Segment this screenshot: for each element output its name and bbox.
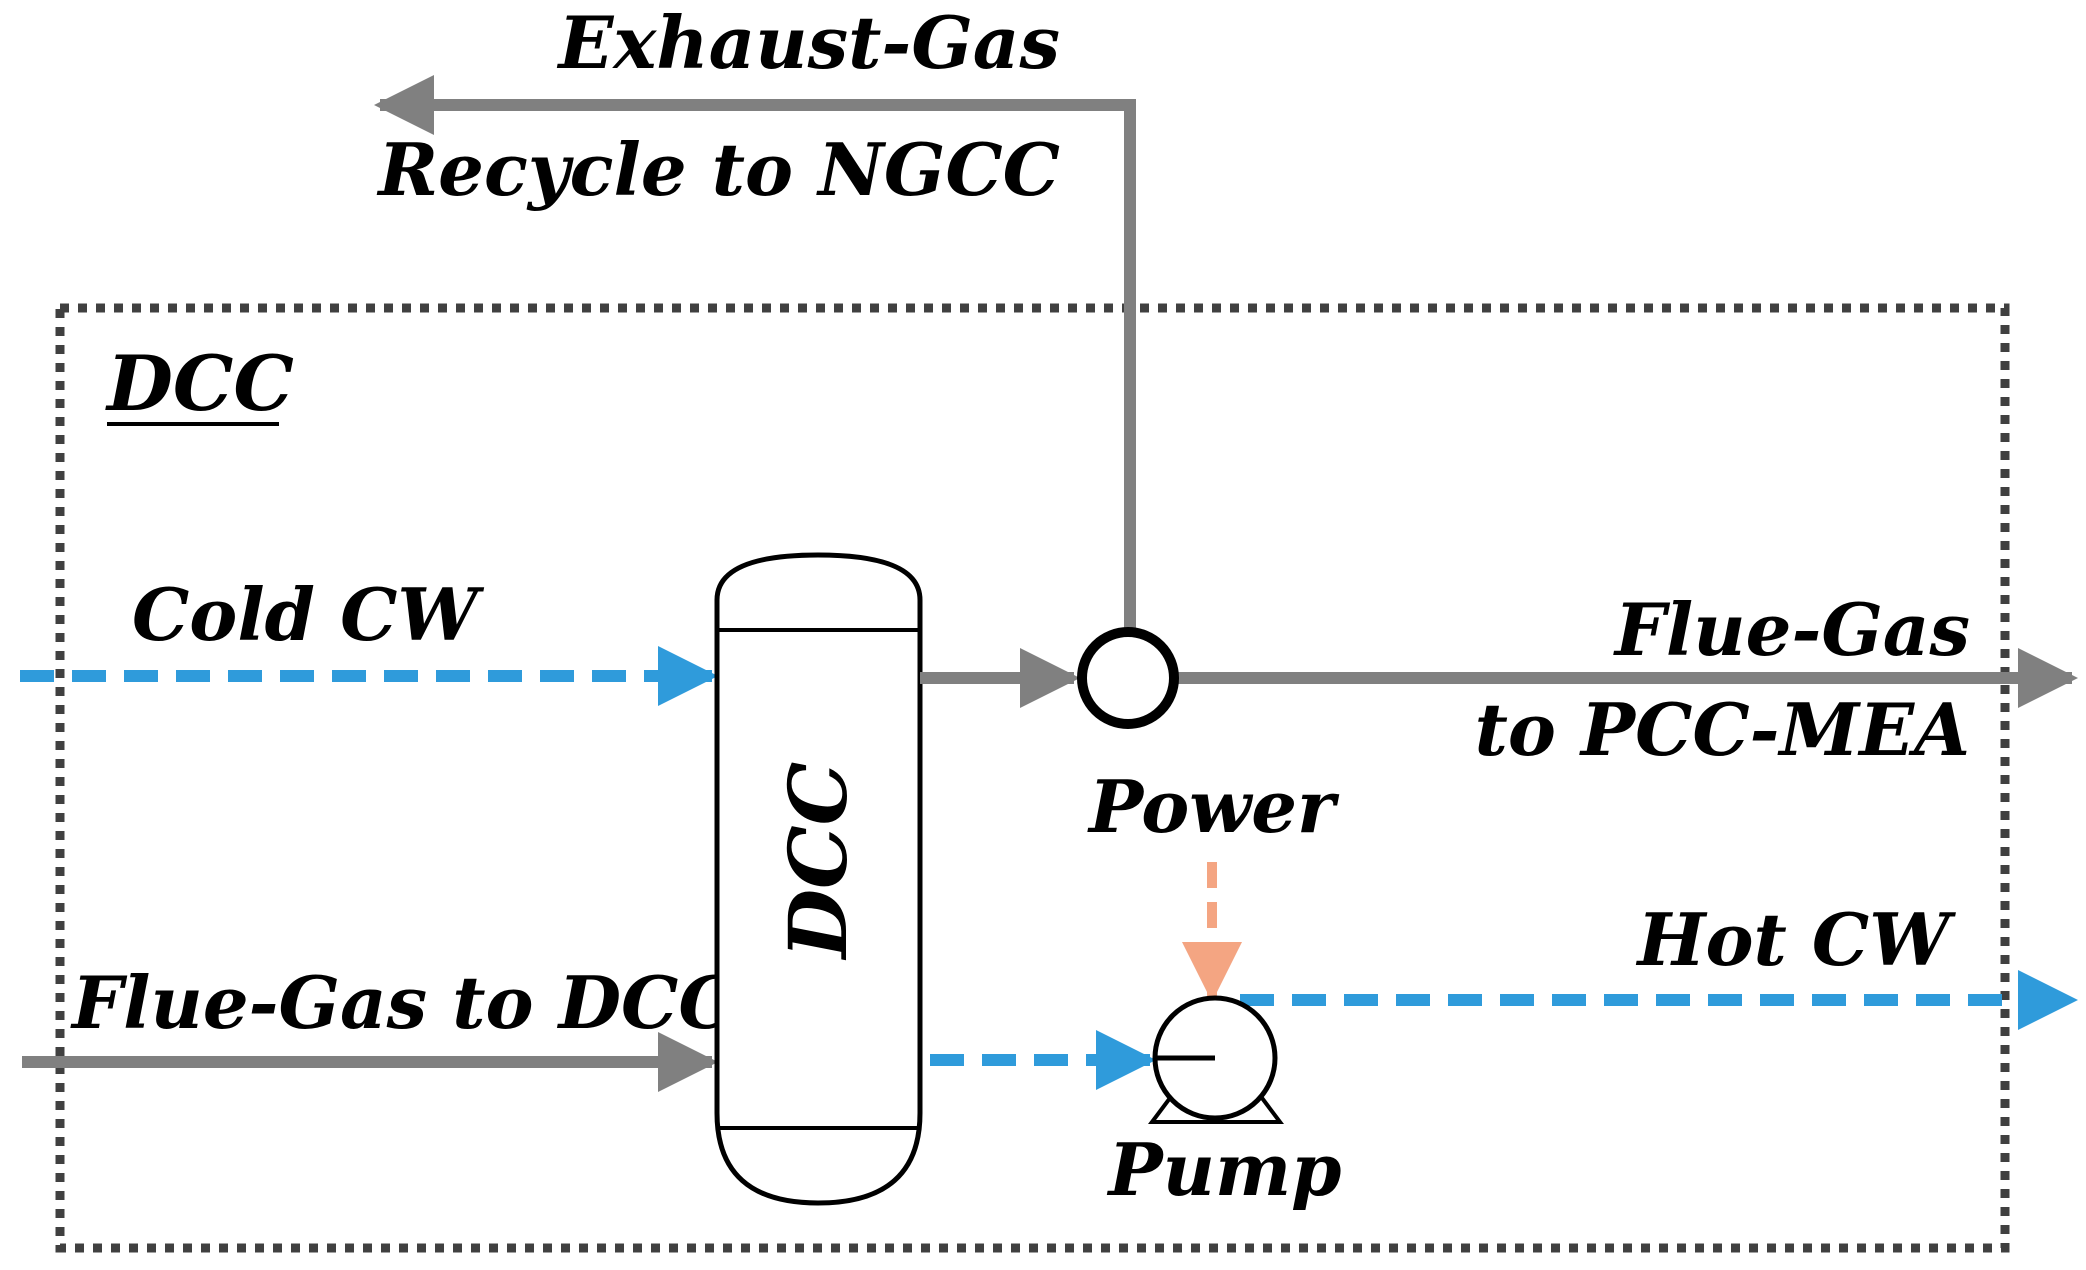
pump-label: Pump — [1106, 1127, 1341, 1212]
recycle-label: Recycle to NGCC — [376, 127, 1060, 212]
power-label: Power — [1087, 764, 1340, 849]
boundary-title: DCC — [105, 339, 294, 428]
flue-gas-out-label: Flue-Gas — [1613, 587, 1970, 672]
flue-gas-out-label-2: to PCC-MEA — [1475, 687, 1970, 772]
cold-cw-label: Cold CW — [132, 572, 484, 657]
column-vessel-icon — [714, 552, 923, 1206]
hot-cw-label: Hot CW — [1635, 897, 1956, 982]
centrifugal-pump-icon — [1148, 995, 1284, 1124]
splitter-icon — [1077, 627, 1179, 729]
system-boundary — [55, 303, 2010, 1253]
exhaust-gas-recycle-stream — [374, 75, 1136, 640]
column-label: DCC — [771, 762, 865, 961]
exhaust-gas-label: Exhaust-Gas — [556, 0, 1060, 85]
flue-gas-in-label: Flue-Gas to DCC — [70, 960, 736, 1045]
